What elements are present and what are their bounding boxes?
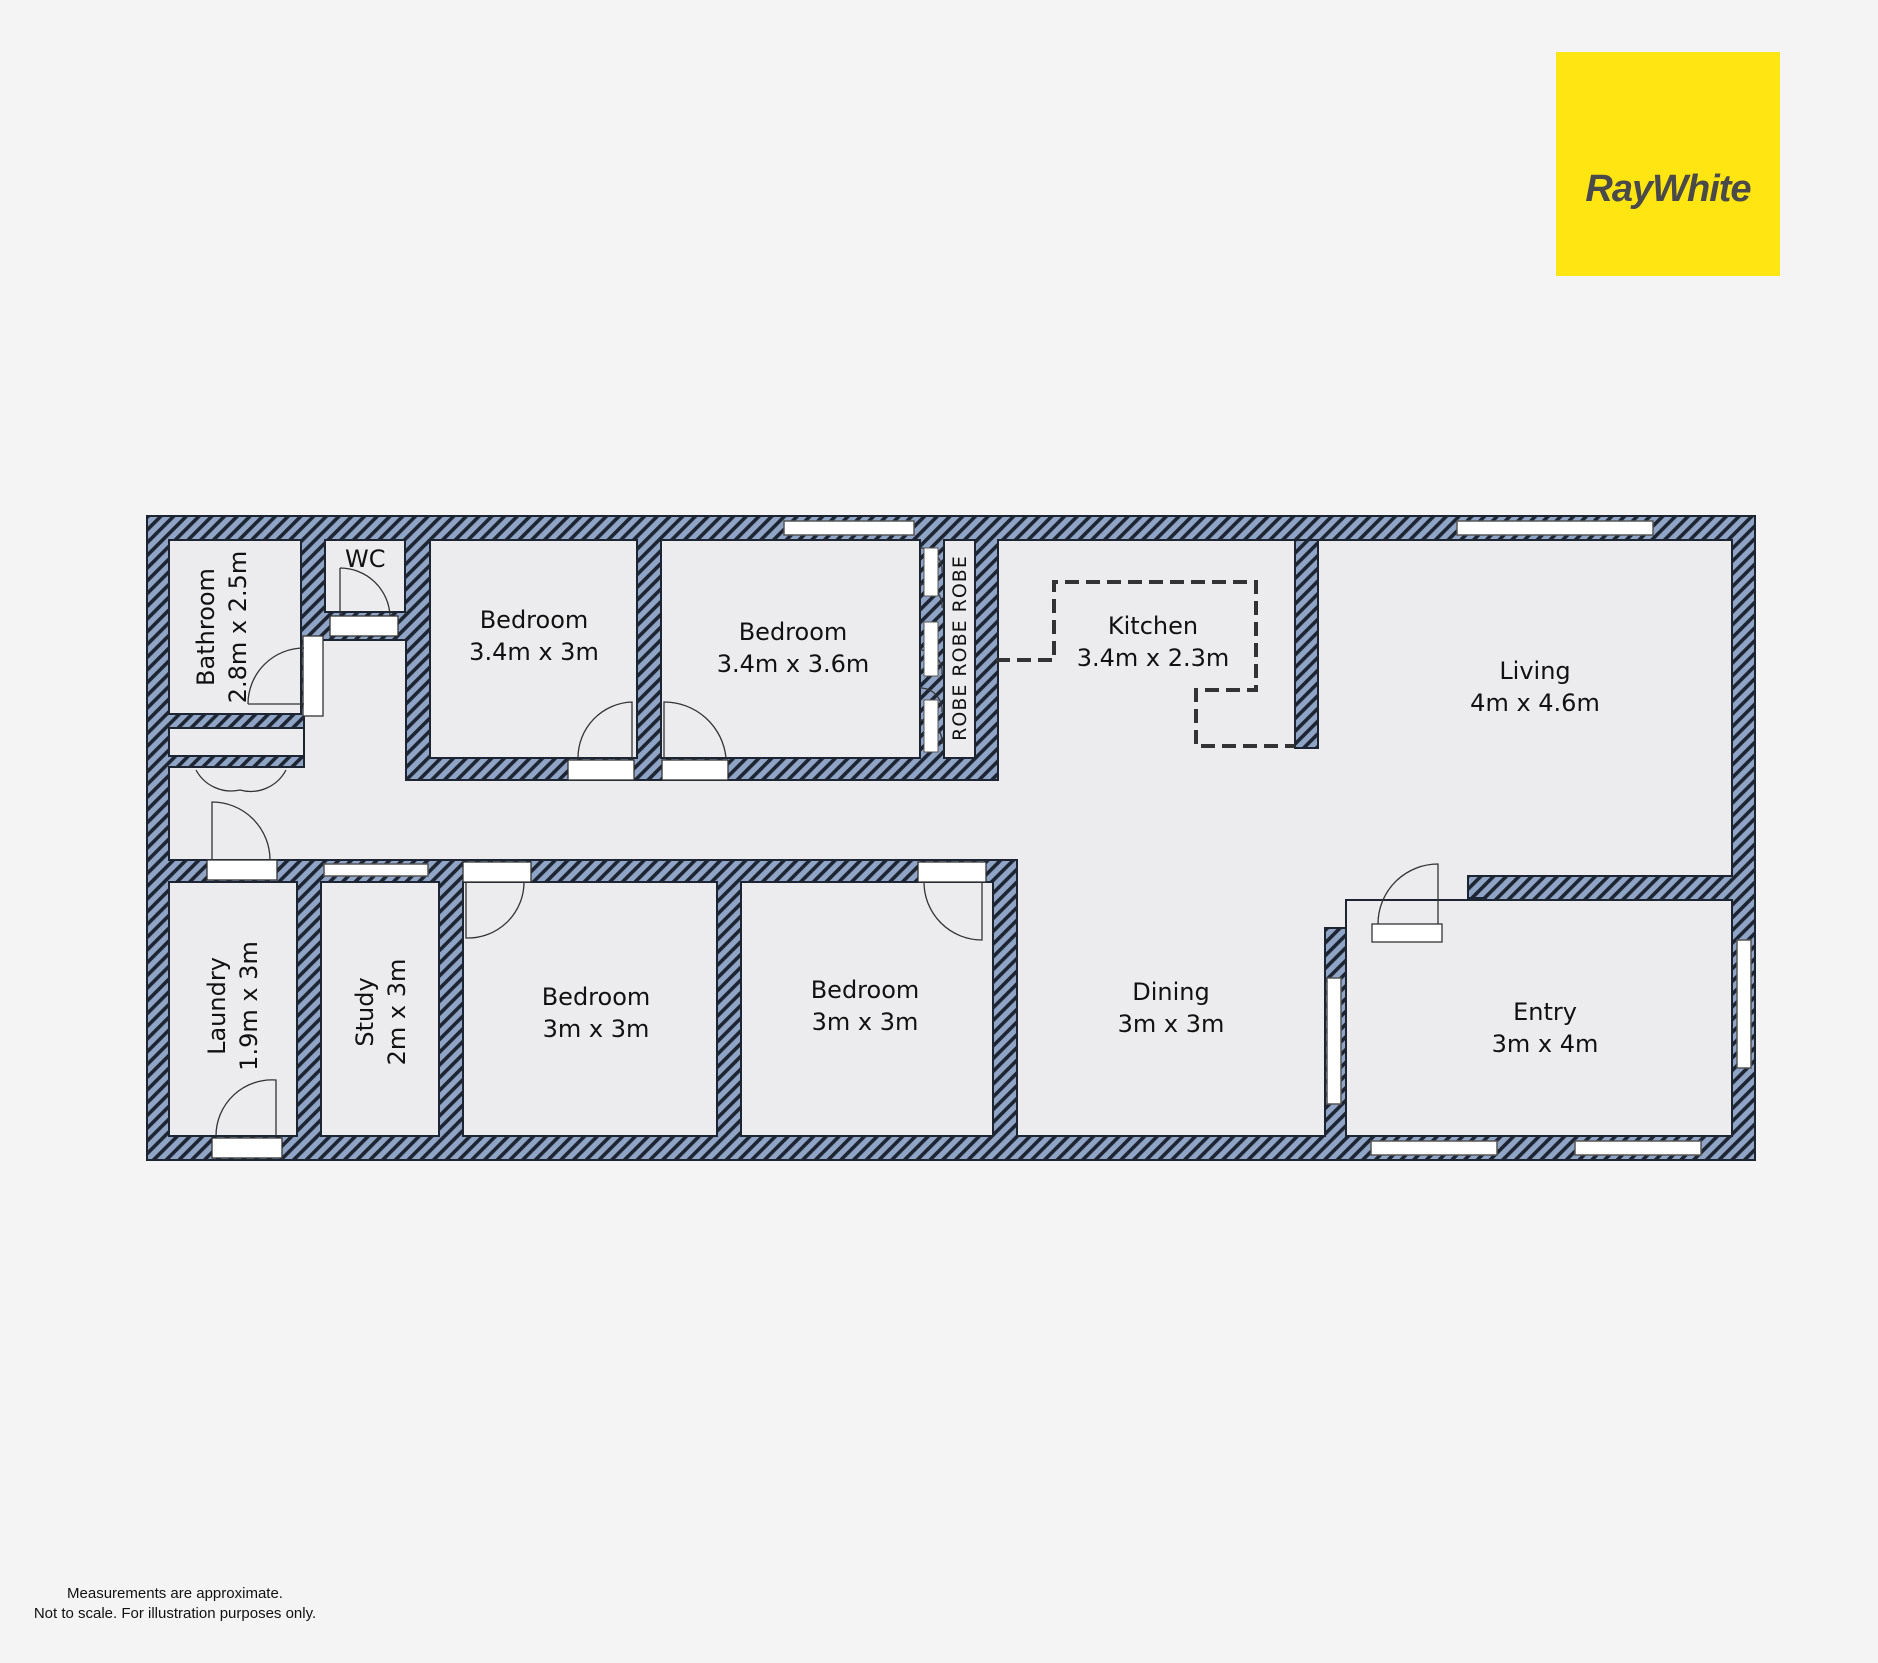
floor-robe [943, 539, 976, 759]
room-size-entry: 3m x 4m [1492, 1030, 1599, 1058]
floor-hall-living-dining [168, 539, 1733, 1137]
room-size-bedroom-4: 3m x 3m [812, 1008, 919, 1036]
robe-sliders [923, 547, 939, 753]
window [1370, 1140, 1498, 1156]
brand-logo: RayWhite [1556, 52, 1780, 276]
room-labels: Bathroom 2.8m x 2.5m WC Bedroom 3.4m x 3… [192, 545, 1600, 1071]
kitchen-counter-outline [996, 580, 1295, 748]
door-gap [329, 615, 399, 637]
room-size-study: 2m x 3m [383, 959, 411, 1066]
window [1736, 939, 1752, 1069]
door-gap [302, 635, 324, 717]
floor-bedroom-4 [740, 881, 994, 1137]
disclaimer-line-1: Measurements are approximate. [67, 1585, 283, 1602]
room-name-study: Study [351, 977, 379, 1046]
door-gap [462, 861, 532, 883]
door-swing [211, 801, 271, 861]
door-swing [923, 881, 983, 941]
room-size-bedroom-2: 3.4m x 3.6m [717, 650, 870, 678]
door-swing [663, 701, 727, 759]
room-name-kitchen: Kitchen [1108, 612, 1198, 640]
disclaimer: Measurements are approximate. Not to sca… [10, 1584, 340, 1624]
room-name-bathroom: Bathroom [192, 568, 220, 686]
window [1326, 977, 1342, 1105]
door-swing [577, 701, 633, 759]
room-size-living: 4m x 4.6m [1470, 689, 1600, 717]
room-name-living: Living [1499, 657, 1570, 685]
door-swing [195, 769, 287, 793]
door-swing [465, 881, 525, 939]
window [1574, 1140, 1702, 1156]
robe-slider [923, 547, 939, 597]
room-name-wc: WC [345, 545, 386, 573]
room-size-bedroom-1: 3.4m x 3m [469, 638, 599, 666]
window [1456, 520, 1654, 536]
room-size-laundry: 1.9m x 3m [235, 941, 263, 1071]
floor-laundry [168, 881, 298, 1137]
window [323, 863, 429, 877]
room-size-bathroom: 2.8m x 2.5m [224, 551, 252, 704]
door-swing [339, 567, 391, 617]
floor-study [320, 881, 440, 1137]
floor-bathroom [168, 539, 302, 715]
window [783, 520, 915, 536]
brand-logo-text: RayWhite [1585, 167, 1751, 210]
room-name-entry: Entry [1513, 998, 1577, 1026]
floor-bedroom-2 [660, 539, 921, 759]
door-gap [206, 859, 278, 881]
room-name-bedroom-4: Bedroom [811, 976, 920, 1004]
floor-wc [324, 539, 406, 613]
door-gap [661, 759, 729, 781]
room-size-bedroom-3: 3m x 3m [543, 1015, 650, 1043]
room-name-laundry: Laundry [203, 957, 231, 1055]
door-gap [1371, 923, 1443, 943]
room-size-dining: 3m x 3m [1118, 1010, 1225, 1038]
floor-bedroom-1 [429, 539, 638, 759]
floor-linen [168, 727, 305, 757]
door-swing [215, 1079, 277, 1137]
room-name-robe: ROBE ROBE ROBE [949, 555, 971, 741]
kitchen-wall [1294, 539, 1319, 749]
room-name-bedroom-1: Bedroom [480, 606, 589, 634]
room-name-bedroom-3: Bedroom [542, 983, 651, 1011]
robe-slider [923, 699, 939, 753]
door-swing [1377, 863, 1439, 925]
door-gap [917, 861, 987, 883]
disclaimer-line-2: Not to scale. For illustration purposes … [33, 1605, 317, 1622]
room-size-kitchen: 3.4m x 2.3m [1077, 644, 1230, 672]
door-gap [567, 759, 635, 781]
robe-slider [923, 621, 939, 677]
room-name-dining: Dining [1132, 978, 1209, 1006]
room-name-bedroom-2: Bedroom [739, 618, 848, 646]
door-gap [211, 1137, 283, 1159]
windows [323, 520, 1752, 1156]
door-swing [247, 647, 305, 705]
